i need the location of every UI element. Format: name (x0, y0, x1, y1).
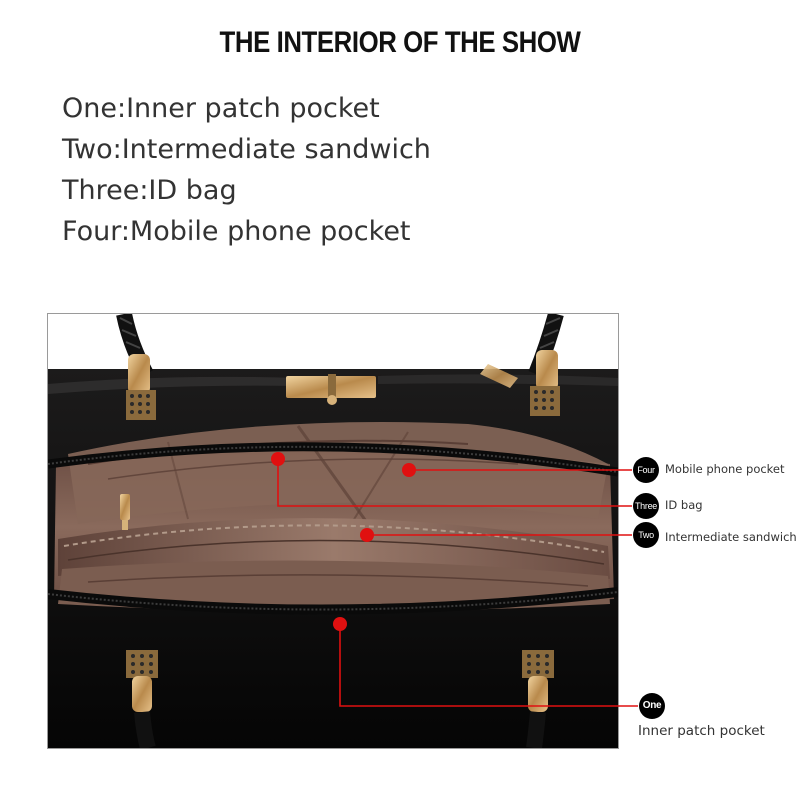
badge-two: Two (633, 522, 659, 548)
callout-label-three: ID bag (665, 498, 703, 512)
feature-item-two: Two:Intermediate sandwich (62, 134, 431, 165)
zipper-pull (120, 494, 130, 520)
page-title: THE INTERIOR OF THE SHOW (219, 26, 581, 59)
callout-label-four: Mobile phone pocket (665, 462, 785, 476)
feature-list: One:Inner patch pocket Two:Intermediate … (62, 88, 431, 252)
bag-interior-photo (47, 313, 619, 749)
callout-label-one: Inner patch pocket (638, 723, 765, 739)
feature-item-one: One:Inner patch pocket (62, 93, 380, 124)
handle-left-bottom (134, 711, 156, 748)
badge-three: Three (633, 493, 659, 519)
bag-interior-illustration (48, 314, 618, 748)
handle-right-bottom (526, 711, 546, 748)
feature-item-three: Three:ID bag (62, 175, 237, 206)
callout-label-two: Intermediate sandwich (665, 530, 797, 544)
badge-one: One (639, 693, 665, 719)
badge-four: Four (633, 457, 659, 483)
feature-item-four: Four:Mobile phone pocket (62, 216, 411, 247)
